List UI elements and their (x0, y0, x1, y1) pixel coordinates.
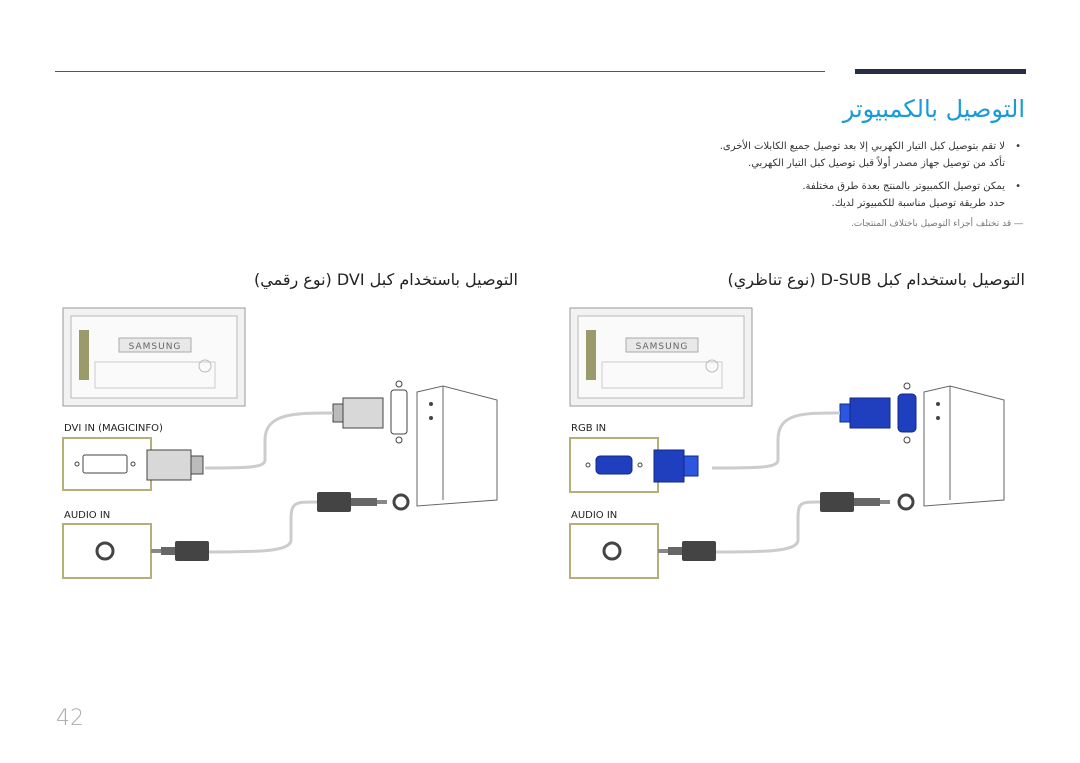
page-title: التوصيل بالكمبيوتر (842, 95, 1025, 123)
dvi-in-label: DVI IN (MAGICINFO) (64, 423, 163, 434)
brand-logo: SAMSUNG (129, 342, 182, 352)
dsub-connection-diagram: SAMSUNG (562, 300, 1042, 600)
rgb-in-port (585, 455, 643, 475)
pc-tower (923, 385, 1005, 507)
display-rear-panel (569, 307, 753, 407)
bullet-continuation: حدد طريقة توصيل مناسبة للكمبيوتر لديك. (831, 198, 1005, 209)
audio-in-label: AUDIO IN (571, 510, 618, 521)
bullet-item: لا تقم بتوصيل كبل التيار الكهربي إلا بعد… (465, 138, 1025, 155)
vga-plug-display (653, 449, 699, 483)
dvi-plug-display (146, 449, 204, 481)
dvi-plug-pc (332, 397, 384, 429)
pc-dvi-port (390, 380, 408, 444)
pc-tower (416, 385, 498, 507)
audio-plug-display (658, 541, 716, 561)
dvi-connection-diagram: SAMSUNG (55, 300, 535, 600)
dsub-diagram-graphic: SAMSUNG (569, 307, 1005, 579)
bullet-item: يمكن توصيل الكمبيوتر بالمنتج بعدة طرق مخ… (465, 178, 1025, 195)
display-rear-panel (62, 307, 246, 407)
audio-in-label: AUDIO IN (64, 510, 111, 521)
section-title-dvi: التوصيل باستخدام كبل DVI (نوع رقمي) (254, 270, 518, 289)
pc-vga-port (897, 382, 917, 444)
header-rule (55, 71, 825, 72)
header-accent-bar (855, 69, 1026, 74)
section-title-dsub: التوصيل باستخدام كبل D-SUB (نوع تناظري) (727, 270, 1025, 289)
vga-plug-pc (839, 397, 891, 429)
audio-in-port-frame (62, 523, 152, 579)
audio-plug-pc (317, 492, 410, 512)
note-text: ― قد تختلف أجزاء التوصيل باختلاف المنتجا… (850, 219, 1023, 229)
dvi-in-port (74, 454, 136, 474)
audio-in-port-frame (569, 523, 659, 579)
audio-plug-display (151, 541, 209, 561)
brand-logo: SAMSUNG (636, 342, 689, 352)
rgb-in-label: RGB IN (571, 423, 607, 434)
audio-in-jack (95, 541, 115, 561)
audio-in-jack (602, 541, 622, 561)
audio-plug-pc (820, 492, 915, 512)
page-number: 42 (56, 706, 84, 731)
dvi-diagram-graphic: SAMSUNG (62, 307, 498, 579)
bullet-continuation: تأكد من توصيل جهاز مصدر أولاً قبل توصيل … (748, 158, 1005, 169)
instruction-list: لا تقم بتوصيل كبل التيار الكهربي إلا بعد… (465, 138, 1025, 233)
